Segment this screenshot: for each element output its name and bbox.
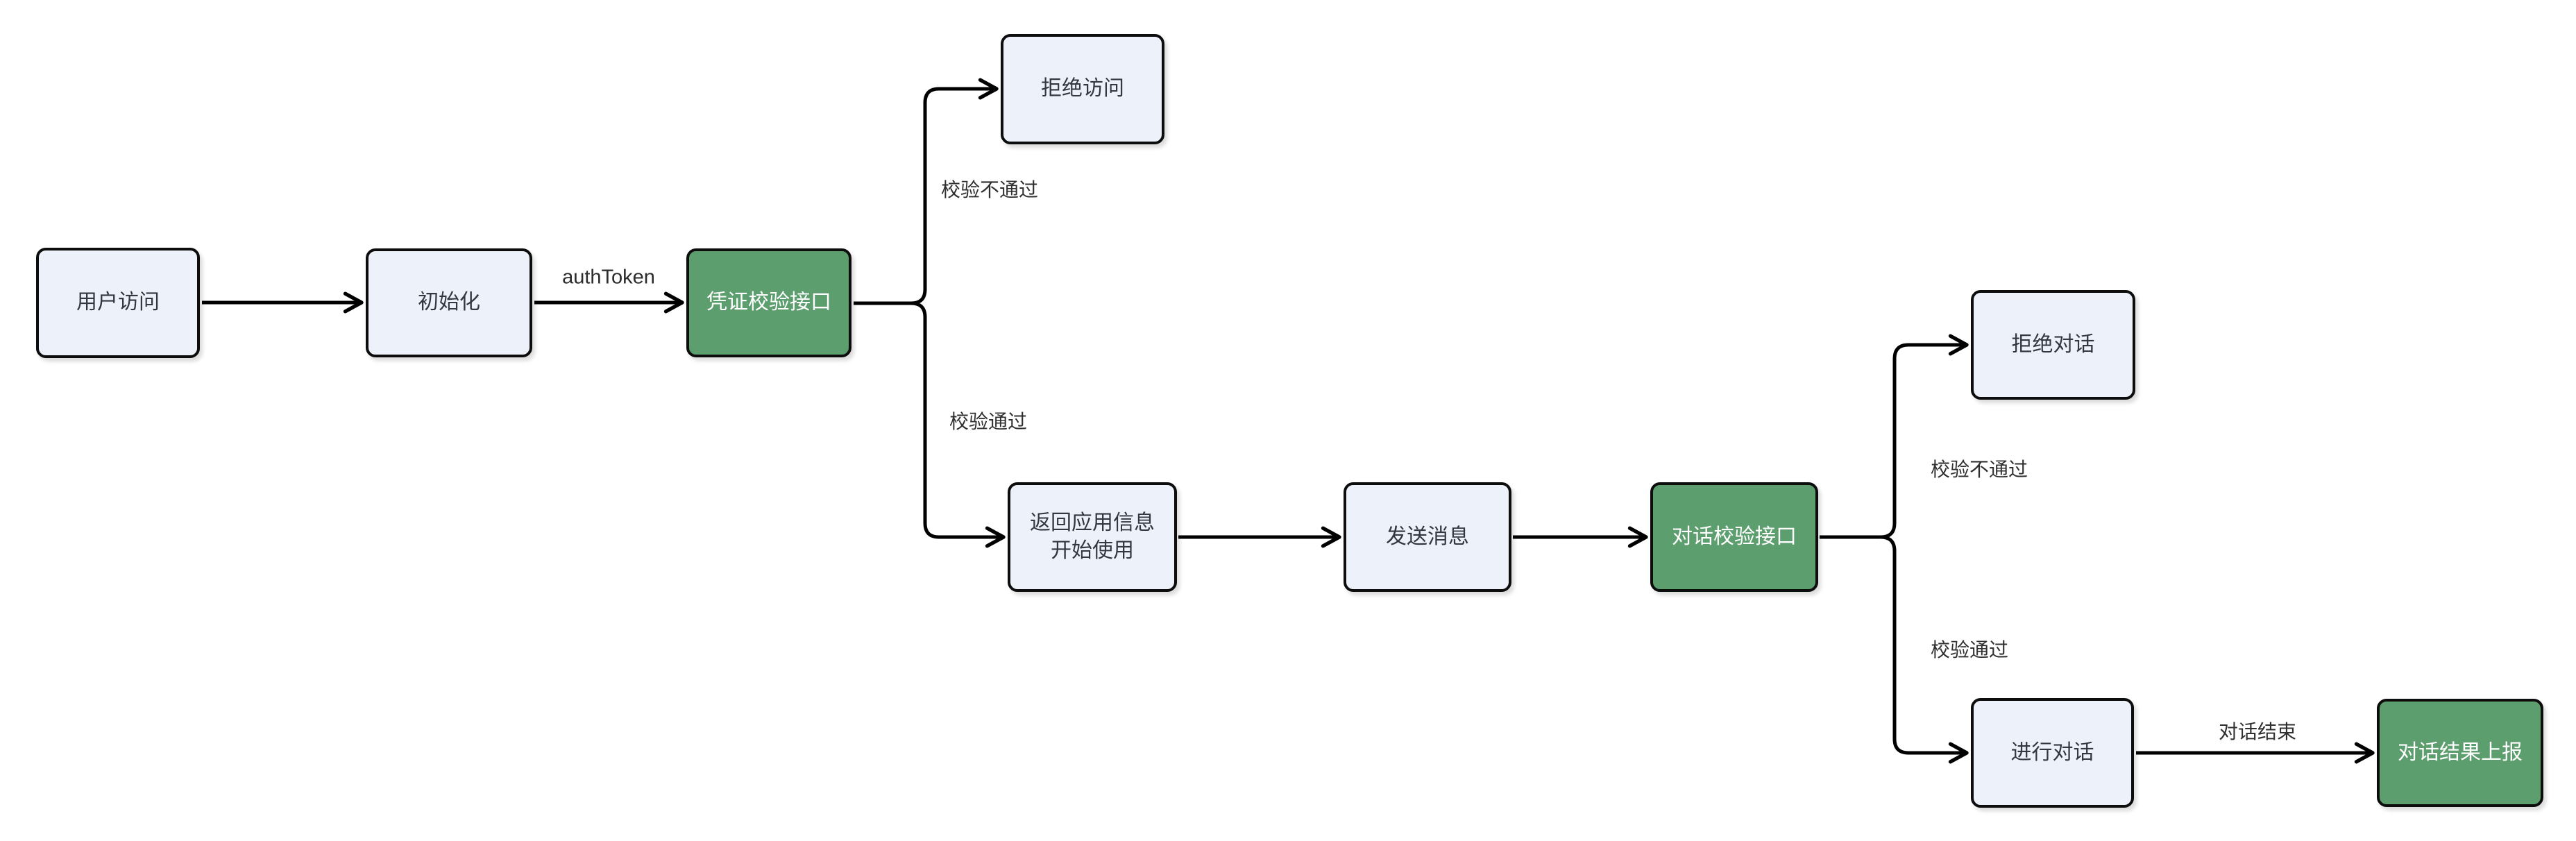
- node-dialog-result-report-label: 对话结果上报: [2398, 740, 2523, 764]
- node-deny-dialog-label: 拒绝对话: [2011, 332, 2095, 356]
- edge-label-dialog-fail: 校验不通过: [1930, 459, 2028, 480]
- edge-label-credential-pass: 校验通过: [949, 411, 1028, 432]
- node-deny-access-label: 拒绝访问: [1041, 77, 1124, 101]
- edge-dialog-check-to-do-dialog: [1820, 535, 1969, 764]
- edge-label-auth-token: authToken: [562, 266, 655, 289]
- node-user-visit: 用户访问: [36, 248, 200, 358]
- edge-label-dialog-end: 对话结束: [2218, 721, 2297, 742]
- node-send-message-label: 发送消息: [1386, 525, 1469, 548]
- node-user-visit-label: 用户访问: [76, 291, 160, 314]
- node-send-message: 发送消息: [1344, 482, 1511, 592]
- edge-dialog-check-to-deny-dialog: [1820, 334, 1969, 539]
- node-dialog-check-api: 对话校验接口: [1650, 482, 1818, 592]
- node-deny-access: 拒绝访问: [1001, 34, 1164, 144]
- node-dialog-result-report: 对话结果上报: [2377, 699, 2543, 807]
- node-return-app-info: 返回应用信息 开始使用: [1008, 482, 1177, 592]
- node-dialog-check-api-label: 对话校验接口: [1672, 525, 1797, 548]
- node-credential-check-api-label: 凭证校验接口: [706, 291, 831, 314]
- node-do-dialog-label: 进行对话: [2010, 740, 2094, 764]
- edge-credential-check-to-return-app-info: [854, 301, 1006, 548]
- edge-label-credential-fail: 校验不通过: [940, 179, 1039, 201]
- node-init-label: 初始化: [418, 291, 480, 314]
- node-do-dialog: 进行对话: [1971, 698, 2134, 808]
- edge-label-dialog-pass: 校验通过: [1930, 639, 2009, 661]
- node-credential-check-api: 凭证校验接口: [686, 248, 851, 357]
- node-return-app-info-label: 返回应用信息 开始使用: [1030, 511, 1155, 563]
- node-deny-dialog: 拒绝对话: [1971, 290, 2135, 400]
- node-init: 初始化: [366, 248, 532, 357]
